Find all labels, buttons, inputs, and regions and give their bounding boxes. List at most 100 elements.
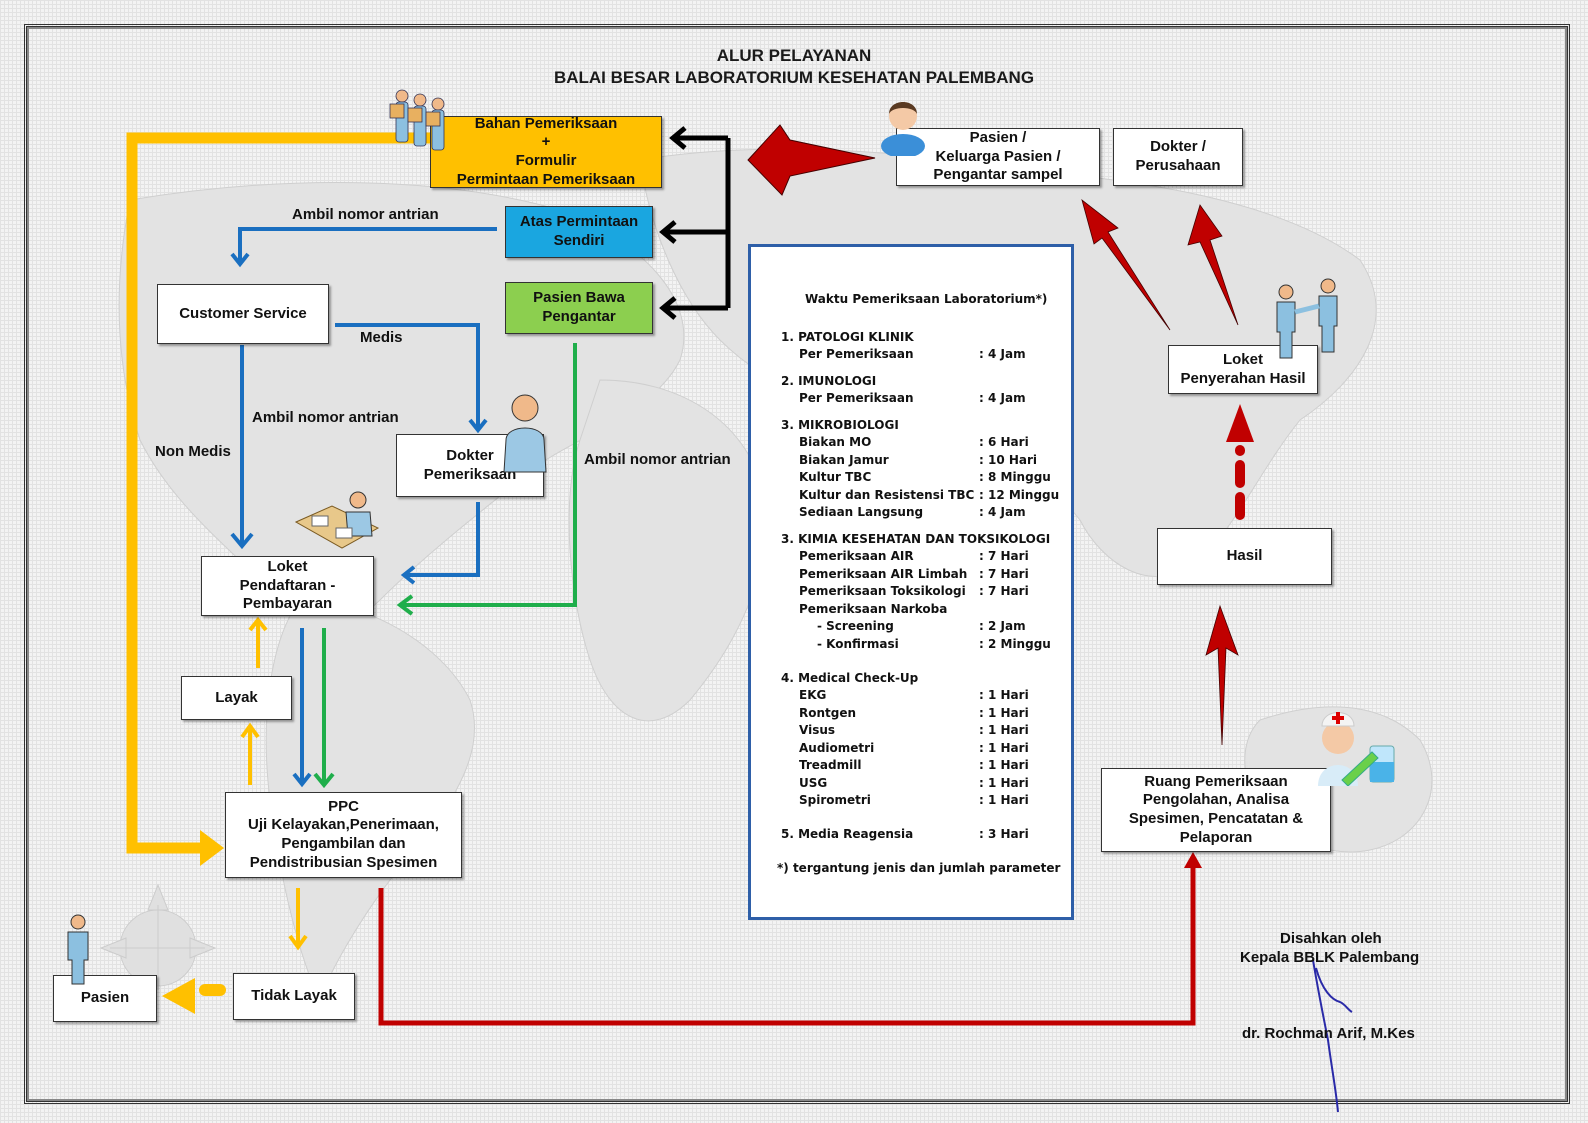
- panel-item-time: : 7 Hari: [979, 549, 1029, 563]
- panel-item-name: Kultur TBC: [799, 470, 872, 484]
- node-text: Dokter /: [1150, 138, 1206, 156]
- arrowhead-loket-penyerahan: [1226, 404, 1254, 442]
- panel-item-time: : 1 Hari: [979, 793, 1029, 807]
- panel-item-time: : 1 Hari: [979, 706, 1029, 720]
- node-text: Sendiri: [553, 232, 605, 249]
- edge-label-non-medis: Non Medis: [155, 443, 231, 460]
- lab-nurse-icon: [1318, 712, 1395, 786]
- node-text: Uji Kelayakan,Penerimaan,: [248, 816, 439, 834]
- panel-item-name: Biakan Jamur: [799, 453, 889, 467]
- node-text: Layak: [215, 688, 258, 706]
- panel-heading: Waktu Pemeriksaan Laboratorium*): [805, 292, 1048, 306]
- arrow-pasien-to-bahan: [747, 124, 876, 196]
- arrowhead-pasien: [162, 978, 195, 1014]
- node-text: Pengambilan dan: [281, 835, 406, 852]
- panel-item-time: : 1 Hari: [979, 758, 1029, 772]
- panel-item-name: Biakan MO: [799, 435, 872, 449]
- patient-avatar-icon: [881, 102, 925, 156]
- page-frame: [24, 24, 1570, 1104]
- node-bahan-pemeriksaan: Bahan Pemeriksaan + Formulir Permintaan …: [430, 115, 662, 188]
- edge-label-ambil-nomor-top: Ambil nomor antrian: [292, 206, 439, 223]
- node-text: PPC: [328, 797, 359, 815]
- clerk-at-desk-icon: [294, 491, 380, 549]
- panel-item-time: : 12 Minggu: [979, 488, 1060, 502]
- node-text: Loket: [1222, 350, 1263, 368]
- panel-item-name: Sediaan Langsung: [799, 505, 924, 519]
- lab-duration-panel: Waktu Pemeriksaan Laboratorium*) 1. PATO…: [748, 244, 1074, 920]
- connector-dokter-to-loket: [405, 502, 480, 577]
- node-text: Permintaan Pemeriksaan: [456, 170, 636, 188]
- panel-section-title: 3. KIMIA KESEHATAN DAN TOKSIKOLOGI: [781, 532, 1051, 546]
- node-text: Pendistribusian Spesimen: [249, 853, 438, 871]
- signature: [1312, 959, 1353, 1113]
- arrowhead-ppc: [200, 830, 224, 866]
- panel-section-title: 3. MIKROBIOLOGI: [781, 418, 899, 432]
- panel-footnote: *) tergantung jenis dan jumlah parameter: [777, 861, 1061, 875]
- panel-item-time: : 1 Hari: [979, 741, 1029, 755]
- arrowhead-black-3: [659, 296, 677, 320]
- node-text: Spesimen, Pencatatan &: [1128, 810, 1304, 827]
- node-tidak-layak: Tidak Layak: [233, 973, 355, 1020]
- approval-line2: Kepala BBLK Palembang: [1240, 949, 1420, 966]
- panel-item-time: : 7 Hari: [979, 567, 1029, 581]
- page-title-line2: BALAI BESAR LABORATORIUM KESEHATAN PALEM…: [553, 68, 1035, 87]
- approval-line1: Disahkan oleh: [1280, 930, 1382, 947]
- panel-item-time: : 8 Minggu: [979, 470, 1051, 484]
- panel-item-time: : 7 Hari: [979, 584, 1029, 598]
- panel-item-name: Visus: [799, 723, 836, 737]
- node-customer-service: Customer Service: [157, 284, 329, 344]
- connector-pengantar-to-loket: [402, 343, 577, 607]
- node-text: Tidak Layak: [251, 987, 337, 1005]
- node-loket-pendaftaran: Loket Pendaftaran - Pembayaran: [201, 556, 374, 616]
- panel-item-name: USG: [799, 776, 828, 790]
- panel-item-time: : 4 Jam: [979, 505, 1026, 519]
- node-text: Pasien: [80, 989, 130, 1007]
- arrow-loket-to-pasien: [1081, 198, 1171, 331]
- node-ruang-pemeriksaan: Ruang Pemeriksaan Pengolahan, Analisa Sp…: [1101, 768, 1331, 852]
- approval-name: dr. Rochman Arif, M.Kes: [1242, 1025, 1415, 1042]
- arrowhead-ruang: [1184, 852, 1202, 868]
- panel-item-name: Pemeriksaan Toksikologi: [799, 584, 966, 598]
- panel-item-time: : 1 Hari: [979, 723, 1029, 737]
- connector-source-bracket: [665, 135, 731, 311]
- edge-label-ambil-nomor-mid: Ambil nomor antrian: [252, 409, 399, 426]
- arrow-ruang-to-hasil: [1205, 604, 1239, 746]
- panel-item-time: : 10 Hari: [979, 453, 1038, 467]
- node-pasien-keluarga: Pasien / Keluarga Pasien / Pengantar sam…: [896, 128, 1100, 186]
- node-text: Pelaporan: [1179, 828, 1253, 846]
- arrowhead-black-2: [659, 220, 677, 244]
- node-text: Pemeriksaan: [423, 465, 517, 483]
- handshake-people-icon: [1276, 278, 1338, 359]
- arrow-loket-to-dokter: [1187, 204, 1239, 326]
- panel-item-time: : 4 Jam: [979, 347, 1026, 361]
- panel-item-name: Rontgen: [799, 706, 857, 720]
- panel-item-time: : 2 Jam: [979, 619, 1026, 633]
- node-text: Pasien Bawa: [533, 289, 625, 307]
- edge-label-ambil-nomor-right: Ambil nomor antrian: [584, 451, 731, 468]
- panel-item-name: Treadmill: [799, 758, 862, 772]
- panel-item-time: : 4 Jam: [979, 391, 1026, 405]
- connector-bahan-to-ppc: [126, 132, 430, 854]
- panel-item-name: Kultur dan Resistensi TBC: [799, 488, 975, 502]
- panel-item-name: Spirometri: [799, 793, 871, 807]
- panel-section-title: 4. Medical Check-Up: [781, 671, 919, 685]
- compass-rose-icon: [99, 883, 217, 990]
- node-pasien: Pasien: [53, 975, 157, 1022]
- node-text: Keluarga Pasien /: [935, 147, 1061, 165]
- node-text: Customer Service: [179, 304, 307, 322]
- node-text: +: [541, 133, 551, 151]
- connector-cs-medis-to-dokter: [335, 323, 480, 428]
- panel-item-name: - Konfirmasi: [817, 637, 899, 651]
- node-text: Penyerahan Hasil: [1180, 369, 1306, 387]
- panel-item-name: - Screening: [817, 619, 894, 633]
- panel-item-time: : 6 Hari: [979, 435, 1029, 449]
- node-text: Pengantar: [542, 308, 616, 325]
- panel-item-name: Pemeriksaan Narkoba: [799, 602, 948, 616]
- node-text: Ruang Pemeriksaan: [1144, 772, 1288, 790]
- node-text: Loket: [267, 557, 308, 575]
- panel-item-name: Per Pemeriksaan: [799, 347, 914, 361]
- node-layak: Layak: [181, 676, 292, 720]
- node-hasil: Hasil: [1157, 528, 1332, 585]
- panel-section-time: : 3 Hari: [979, 827, 1029, 841]
- node-text: Formulir: [515, 152, 577, 169]
